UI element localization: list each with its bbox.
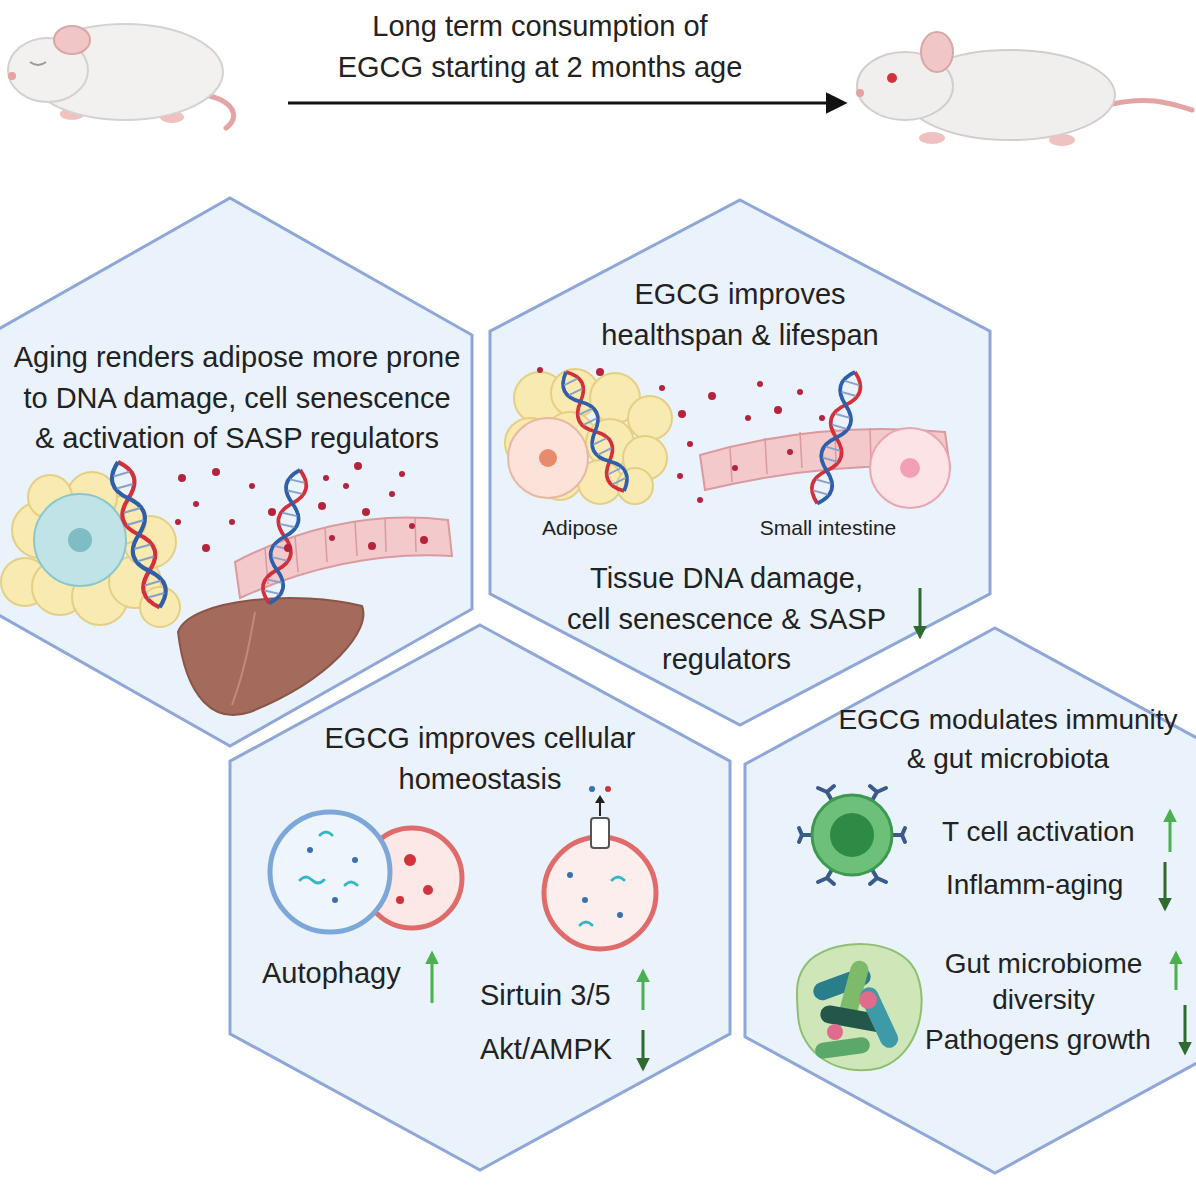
aged-mouse (856, 32, 1192, 146)
panel-heading: EGCG modulates immunity & gut microbiota (833, 700, 1183, 778)
immunity-microbiota-art (797, 786, 922, 1070)
panel-heading: Aging renders adipose more prone to DNA … (11, 337, 463, 459)
text-slot: EGCG modulates immunity & gut microbiota (833, 700, 1183, 778)
text-slot: EGCG improves healthspan & lifespan (575, 274, 905, 355)
hexagon-panel: EGCG improves healthspan & lifespanTissu… (490, 200, 990, 725)
effect-label: Inflamm-aging (946, 867, 1151, 903)
effect-label: Gut microbiome diversity (936, 946, 1151, 1019)
egcg-tissue-art (505, 367, 950, 508)
process-label: Sirtuin 3/5 (480, 977, 630, 1015)
tissue-label: Small intestine (738, 515, 918, 540)
process-label: Autophagy (262, 955, 422, 993)
homeostasis-art (270, 786, 656, 949)
text-slot: Tissue DNA damage, cell senescence & SAS… (565, 558, 888, 680)
hexagon-panel: EGCG improves cellular homeostasis (230, 625, 730, 1170)
text-slot: Aging renders adipose more prone to DNA … (11, 337, 463, 459)
label-slot: Adipose (520, 515, 640, 540)
label-slot: Inflamm-aging (946, 867, 1151, 903)
hexagon-outline (0, 198, 472, 746)
label-slot: Pathogens growth (925, 1022, 1165, 1058)
panel-body: Tissue DNA damage, cell senescence & SAS… (565, 558, 888, 680)
hexagon-shape (490, 200, 990, 725)
label-slot: Sirtuin 3/5 (480, 977, 630, 1015)
label-slot: Long term consumption of EGCG starting a… (330, 6, 750, 88)
label-slot: Gut microbiome diversity (936, 946, 1151, 1019)
young-mouse (8, 24, 234, 128)
hexagon-panel: Aging renders adipose more prone to DNA … (0, 198, 472, 746)
panel-heading: EGCG improves cellular homeostasis (315, 718, 645, 799)
effect-label: T cell activation (942, 814, 1157, 850)
change-arrows (432, 588, 1185, 1066)
hexagon-outline (230, 625, 730, 1170)
label-slot: Small intestine (738, 515, 918, 540)
label-slot: Autophagy (262, 955, 422, 993)
time-arrow (288, 102, 830, 105)
effect-label: Pathogens growth (925, 1022, 1165, 1058)
aging-adipose-art (1, 459, 452, 715)
label-slot: T cell activation (942, 814, 1157, 850)
label-slot: Akt/AMPK (480, 1031, 630, 1069)
text-slot: EGCG improves cellular homeostasis (315, 718, 645, 799)
arrow-caption: Long term consumption of EGCG starting a… (330, 6, 750, 88)
hexagon-shape (745, 628, 1196, 1173)
panel-heading: EGCG improves healthspan & lifespan (575, 274, 905, 355)
hexagon-shape (0, 198, 472, 746)
process-label: Akt/AMPK (480, 1031, 630, 1069)
hexagon-shape (230, 625, 730, 1170)
tissue-label: Adipose (520, 515, 640, 540)
hexagon-panel: EGCG modulates immunity & gut microbiota (745, 628, 1196, 1173)
